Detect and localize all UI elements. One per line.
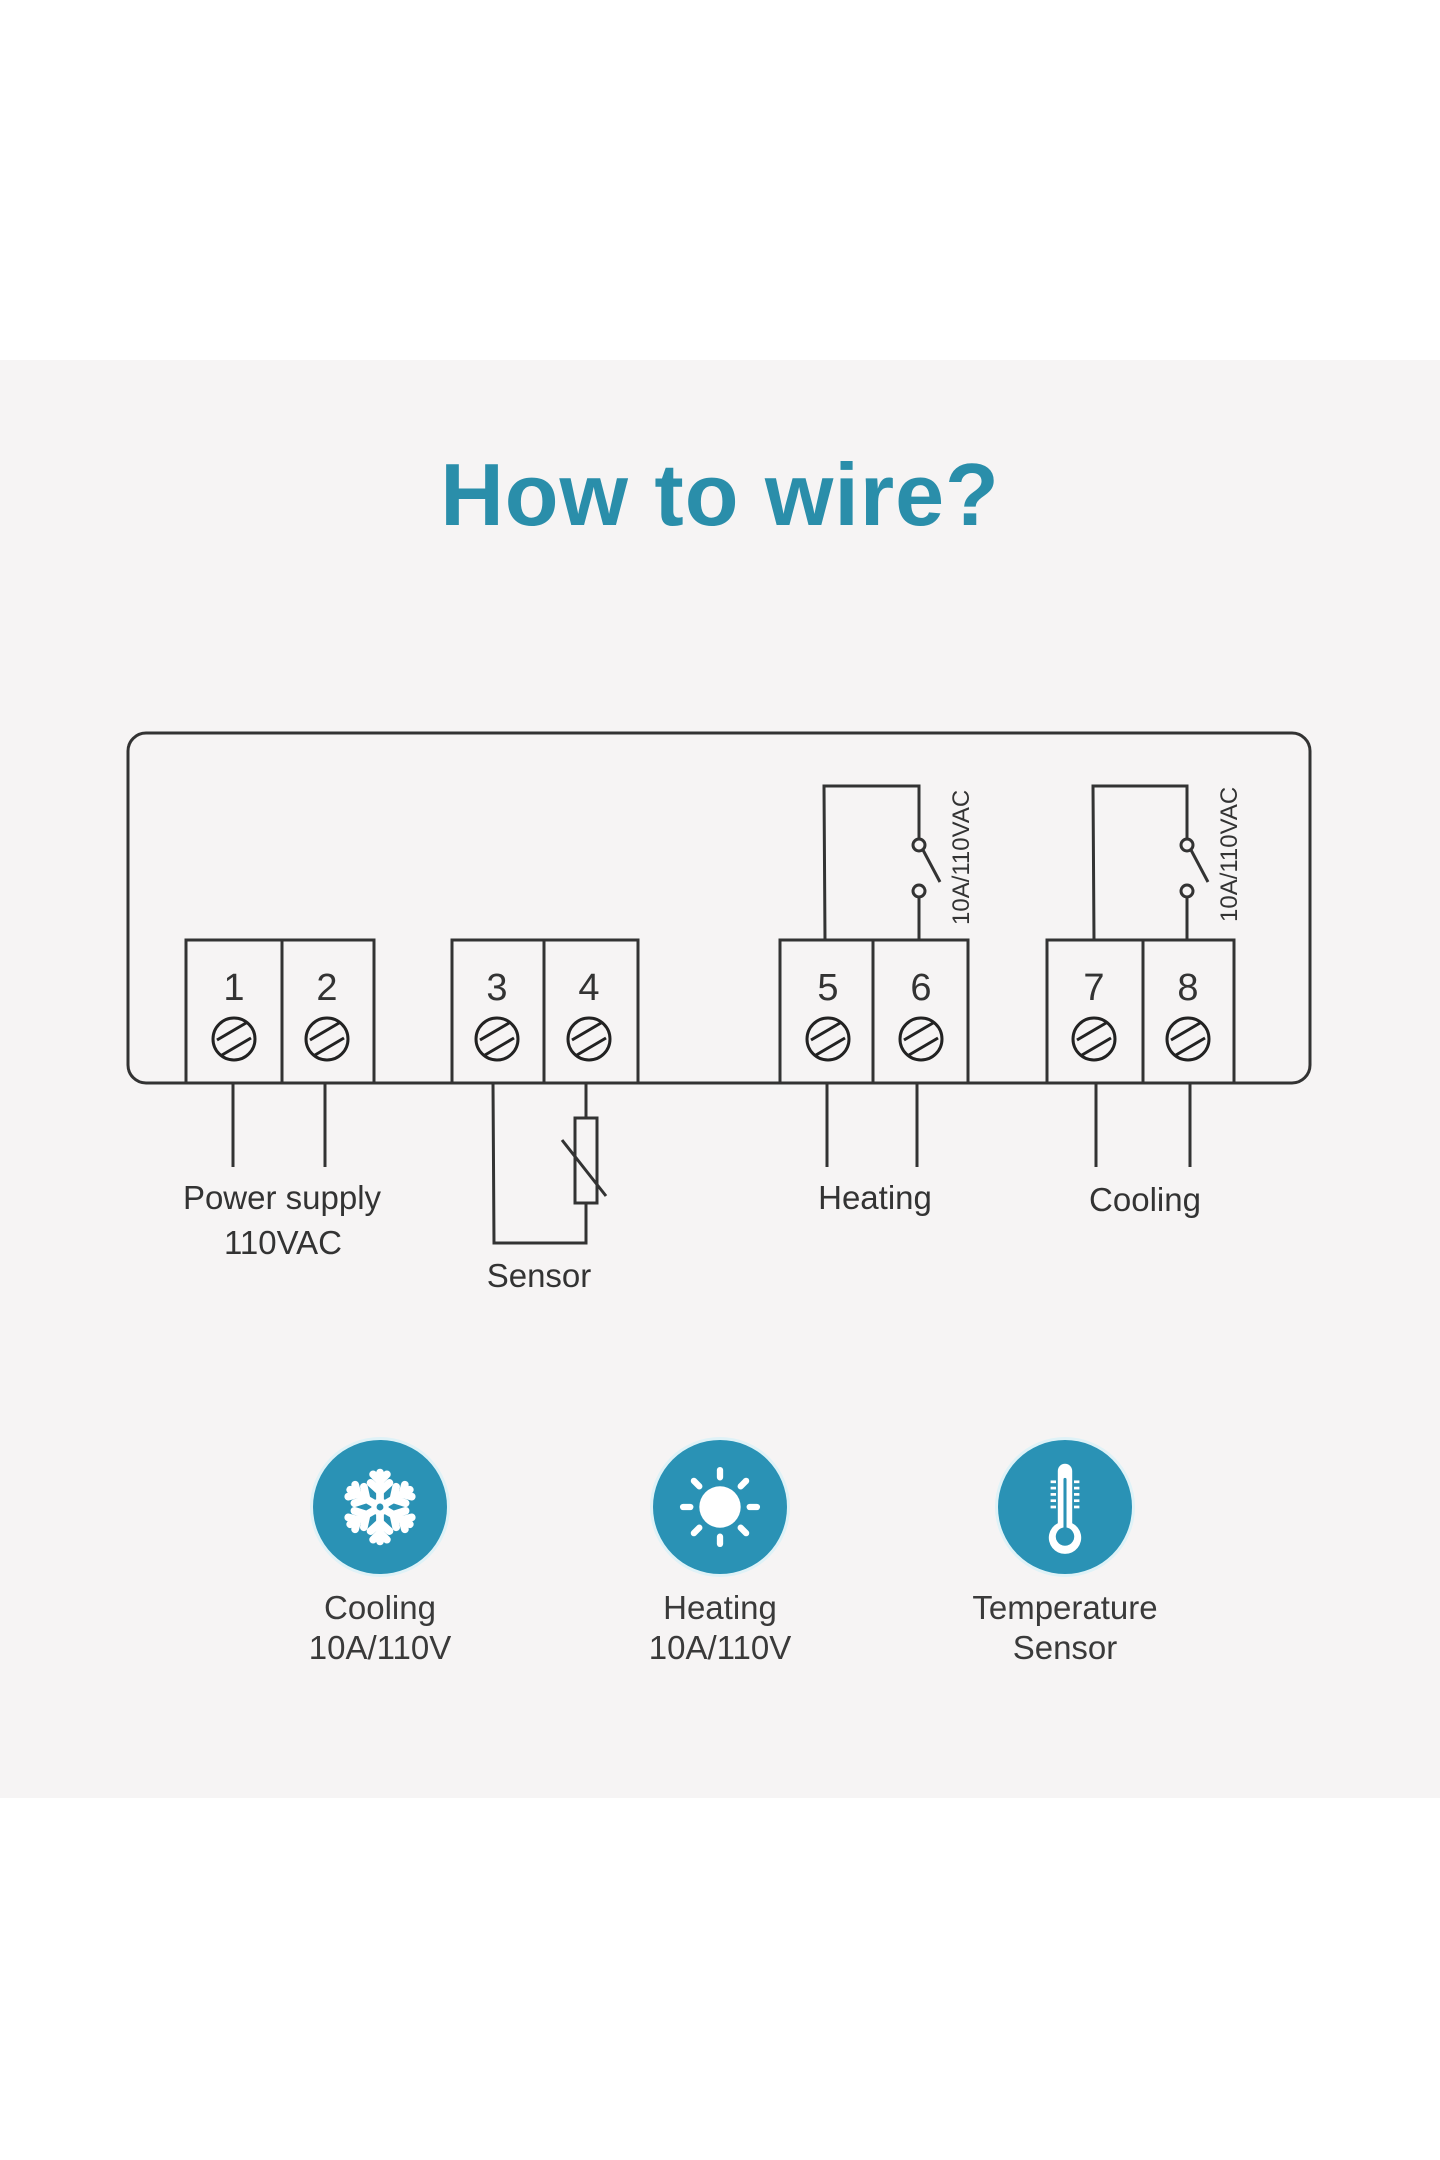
heating-caption-title: Heating xyxy=(663,1589,777,1626)
feature-temperature-sensor: Temperature Sensor xyxy=(905,1440,1225,1668)
page-title: How to wire? xyxy=(440,445,1000,544)
label-power-supply: Power supply xyxy=(183,1179,382,1216)
sensor-leads xyxy=(491,1082,588,1245)
cooling-caption: Cooling 10A/110V xyxy=(220,1588,540,1668)
screw-icon xyxy=(211,1016,257,1062)
feature-heating: Heating 10A/110V xyxy=(560,1440,880,1668)
feature-cooling: Cooling 10A/110V xyxy=(220,1440,540,1668)
terminal-block-sensor xyxy=(450,938,640,1085)
heating-badge xyxy=(653,1440,787,1574)
sensor-caption: Temperature Sensor xyxy=(905,1588,1225,1668)
terminal-7: 7 xyxy=(1071,967,1117,1062)
terminal-number: 2 xyxy=(316,967,337,1009)
terminal-number: 1 xyxy=(223,967,244,1009)
sensor-badge xyxy=(998,1440,1132,1574)
relay-heating-switch xyxy=(822,784,942,941)
relay-rating-heating: 10A/110VAC xyxy=(948,790,975,925)
terminal-number: 8 xyxy=(1177,967,1198,1009)
terminal-8: 8 xyxy=(1165,967,1211,1062)
cooling-caption-rating: 10A/110V xyxy=(308,1629,452,1666)
terminal-block-heating xyxy=(778,938,970,1085)
terminal-block-power xyxy=(184,938,376,1085)
sensor-caption-subtitle: Sensor xyxy=(1012,1629,1118,1666)
terminal-2: 2 xyxy=(304,967,350,1062)
heating-leads xyxy=(825,1083,919,1167)
power-leads xyxy=(231,1083,327,1167)
terminal-3: 3 xyxy=(474,967,520,1062)
cooling-caption-title: Cooling xyxy=(324,1589,436,1626)
sensor-caption-title: Temperature xyxy=(972,1589,1158,1626)
thermistor-symbol xyxy=(560,1116,608,1205)
terminal-6: 6 xyxy=(898,967,944,1062)
terminal-5: 5 xyxy=(805,967,851,1062)
label-cooling: Cooling xyxy=(1089,1181,1201,1218)
terminal-number: 4 xyxy=(578,967,599,1009)
terminal-1: 1 xyxy=(211,967,257,1062)
terminal-number: 7 xyxy=(1083,967,1104,1009)
cooling-badge xyxy=(313,1440,447,1574)
heating-caption-rating: 10A/110V xyxy=(648,1629,792,1666)
terminal-block-cooling xyxy=(1045,938,1236,1085)
screw-icon xyxy=(898,1016,944,1062)
screw-icon xyxy=(304,1016,350,1062)
label-heating: Heating xyxy=(818,1179,932,1216)
terminal-number: 5 xyxy=(817,967,838,1009)
terminal-4: 4 xyxy=(566,967,612,1062)
cooling-leads xyxy=(1094,1083,1192,1167)
screw-icon xyxy=(566,1016,612,1062)
screw-icon xyxy=(474,1016,520,1062)
terminal-number: 6 xyxy=(910,967,931,1009)
screw-icon xyxy=(1165,1016,1211,1062)
relay-cooling-switch xyxy=(1091,784,1210,941)
relay-rating-cooling: 10A/110VAC xyxy=(1216,787,1243,922)
screw-icon xyxy=(805,1016,851,1062)
label-power-voltage: 110VAC xyxy=(224,1224,342,1261)
screw-icon xyxy=(1071,1016,1117,1062)
terminal-number: 3 xyxy=(486,967,507,1009)
snowflake-icon xyxy=(337,1468,423,1550)
label-sensor: Sensor xyxy=(487,1257,592,1294)
heating-caption: Heating 10A/110V xyxy=(560,1588,880,1668)
thermometer-icon xyxy=(1048,1463,1082,1554)
sun-icon xyxy=(679,1466,761,1548)
